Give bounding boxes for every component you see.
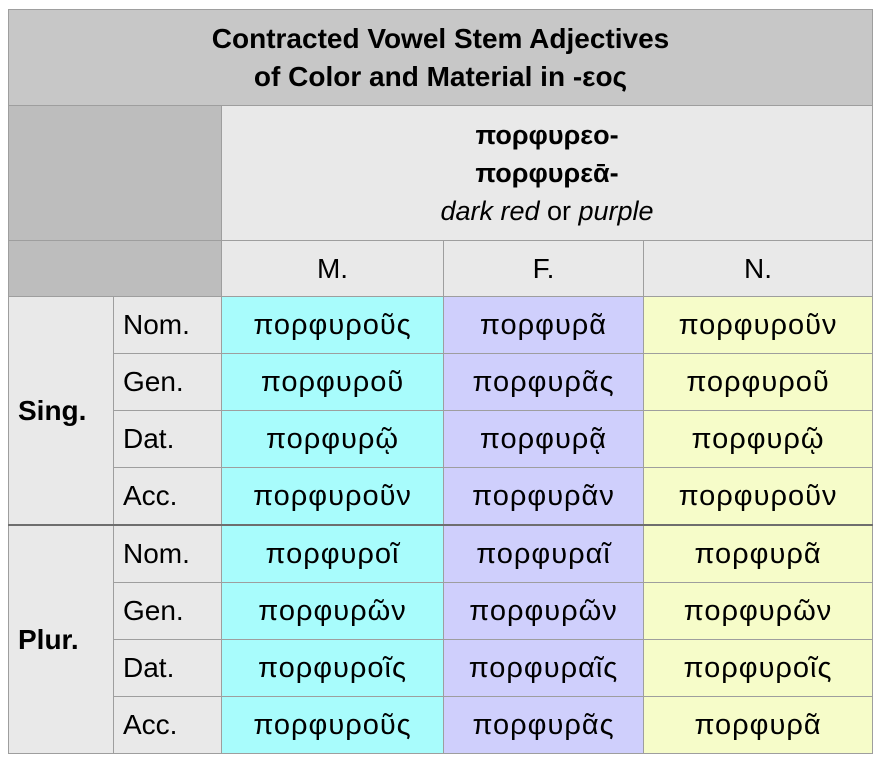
form-neuter: πορφυροῦν [642, 296, 874, 354]
form-feminine: πορφυρᾷ [443, 410, 644, 468]
gender-header-feminine: F. [443, 240, 644, 297]
table-title: Contracted Vowel Stem Adjectives of Colo… [7, 9, 874, 106]
case-label: Dat. [113, 410, 222, 468]
case-label: Nom. [113, 296, 222, 354]
case-label: Acc. [113, 696, 222, 754]
form-masculine: πορφυροῦν [221, 467, 444, 526]
form-neuter: πορφυρᾶ [642, 696, 874, 754]
lemma-row: πορφυρεο- πορφυρεᾱ- dark red or purple [8, 105, 874, 241]
gloss-or: or [539, 196, 579, 226]
case-label: Acc. [113, 467, 222, 526]
case-label: Gen. [113, 582, 222, 640]
form-masculine: πορφυροῦς [221, 696, 444, 754]
gloss: dark red or purple [222, 192, 872, 230]
number-label-plural: Plur. [8, 524, 114, 754]
gender-header-neuter: N. [642, 240, 874, 297]
form-masculine: πορφυρῷ [221, 410, 444, 468]
title-line-2: of Color and Material in -εος [253, 60, 628, 92]
form-masculine: πορφυροῖ [221, 524, 444, 583]
form-feminine: πορφυραῖ [443, 524, 644, 583]
form-neuter: πορφυροῦν [642, 467, 874, 526]
gender-row: M. F. N. [8, 240, 874, 297]
form-masculine: πορφυροῦ [221, 353, 444, 411]
form-neuter: πορφυρῶν [642, 582, 874, 640]
form-feminine: πορφυρᾶς [443, 696, 644, 754]
gender-header-masculine: M. [221, 240, 444, 297]
table-row: Dat. πορφυροῖς πορφυραῖς πορφυροῖς [9, 639, 874, 697]
form-feminine: πορφυρῶν [443, 582, 644, 640]
fem-stem: πορφυρεᾱ- [475, 158, 619, 188]
number-label-singular: Sing. [8, 296, 114, 526]
form-masculine: πορφυροῦς [221, 296, 444, 354]
table-row: Gen. πορφυρῶν πορφυρῶν πορφυρῶν [9, 582, 874, 640]
title-line-1: Contracted Vowel Stem Adjectives [211, 22, 670, 54]
form-neuter: πορφυρᾶ [642, 524, 874, 583]
table-row: Plur. Nom. πορφυροῖ πορφυραῖ πορφυρᾶ [8, 524, 874, 754]
gender-corner-blank [8, 240, 222, 297]
form-masculine: πορφυροῖς [221, 639, 444, 697]
case-label: Gen. [113, 353, 222, 411]
form-feminine: πορφυρᾶ [443, 296, 644, 354]
form-feminine: πορφυρᾶς [443, 353, 644, 411]
form-neuter: πορφυρῷ [642, 410, 874, 468]
form-feminine: πορφυραῖς [443, 639, 644, 697]
table-row: Gen. πορφυροῦ πορφυρᾶς πορφυροῦ [9, 353, 874, 411]
lemma-header: πορφυρεο- πορφυρεᾱ- dark red or purple [220, 105, 874, 241]
masc-stem: πορφυρεο- [475, 120, 619, 150]
form-feminine: πορφυρᾶν [443, 467, 644, 526]
lemma-corner-blank [8, 105, 222, 241]
gloss-word-2: purple [578, 196, 654, 226]
form-neuter: πορφυροῖς [642, 639, 874, 697]
title-row: Contracted Vowel Stem Adjectives of Colo… [7, 9, 874, 106]
gloss-word-1: dark red [440, 196, 540, 226]
table-row: Dat. πορφυρῷ πορφυρᾷ πορφυρῷ [9, 410, 874, 468]
form-masculine: πορφυρῶν [221, 582, 444, 640]
form-neuter: πορφυροῦ [642, 353, 874, 411]
case-label: Dat. [113, 639, 222, 697]
paradigm-table: Contracted Vowel Stem Adjectives of Colo… [7, 9, 874, 754]
table-row: Acc. πορφυροῦς πορφυρᾶς πορφυρᾶ [9, 696, 874, 754]
case-label: Nom. [113, 524, 222, 583]
table-row: Sing. Nom. πορφυροῦς πορφυρᾶ πορφυροῦν [8, 296, 874, 526]
table-row: Acc. πορφυροῦν πορφυρᾶν πορφυροῦν [9, 467, 874, 526]
